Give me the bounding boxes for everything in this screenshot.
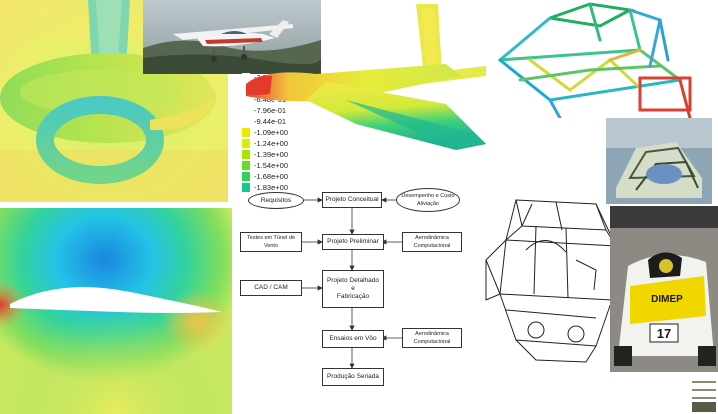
legend-value: -1.83e+00 [254,183,288,192]
corner-watermark [690,376,718,414]
flow-aerodinamica-2: Aerodinâmica Computacional [402,328,462,348]
flow-projeto-detalhado: Projeto Detalhado e Fabricação [322,270,384,308]
legend-row: -1.09e+00 [240,127,320,138]
legend-value: -9.44e-01 [254,117,287,126]
airfoil-cfd-panel [0,208,232,414]
cfd-aircraft-illustration [246,4,486,150]
legend-swatch [242,95,250,104]
legend-value: -1.09e+00 [254,128,288,137]
legend-swatch [242,183,250,192]
legend-row: -7.96e-01 [240,105,320,116]
chassis-drawing-panel [476,190,626,370]
flow-aerodinamica-1: Aerodinâmica Computacional [402,232,462,252]
flow-detalhado-line2: e [351,285,355,292]
cfd-aircraft-panel [246,4,486,189]
race-car-number: 17 [657,326,671,341]
legend-swatch [242,73,250,82]
legend-swatch [242,128,250,137]
cockpit-render-panel [606,118,712,204]
legend-swatch [242,161,250,170]
flow-testes-tunel: Testes em Túnel de Vento [240,232,302,252]
legend-value: -1.39e+00 [254,150,288,159]
frame-fea-illustration [498,2,692,118]
flowchart-connectors [302,197,402,369]
aircraft-photo [143,0,321,74]
legend-swatch [242,172,250,181]
flowchart: Requisitos Projeto Conceitual Desempenho… [236,186,468,410]
legend-row: -9.44e-01 [240,116,320,127]
flow-projeto-conceitual: Projeto Conceitual [322,192,382,208]
legend-row: -1.83e+00 [240,182,320,193]
legend-row: -1.24e+00 [240,138,320,149]
legend-swatch [242,150,250,159]
race-car-photo: DIMEP 17 [610,206,718,372]
flow-producao-seriada: Produção Seriada [322,368,384,386]
cockpit-render-illustration [606,118,712,204]
legend-row: -1.68e+00 [240,171,320,182]
legend-swatch [242,117,250,126]
flow-detalhado-line1: Projeto Detalhado [326,277,380,284]
flow-cad-cam: CAD / CAM [240,280,302,296]
airfoil-cfd-illustration [0,208,232,414]
legend-value: -1.68e+00 [254,172,288,181]
flow-detalhado-line3: Fabricação [336,293,370,300]
flow-projeto-preliminar: Projeto Preliminar [322,234,384,250]
frame-fea-panel [490,0,718,118]
legend-row: -1.54e+00 [240,160,320,171]
aircraft-photo-illustration [143,0,321,74]
flow-desempenho: Desempenho e Custo Aliviação [396,188,460,212]
chassis-drawing-illustration [485,199,617,363]
race-car-illustration: DIMEP 17 [610,206,718,372]
legend-value: -7.96e-01 [254,106,287,115]
legend-swatch [242,139,250,148]
legend-row: -1.39e+00 [240,149,320,160]
legend-value: -1.24e+00 [254,139,288,148]
race-car-sponsor: DIMEP [651,294,683,305]
flow-ensaios-voo: Ensaios em Vôo [322,330,384,348]
legend-value: -1.54e+00 [254,161,288,170]
flow-requisitos: Requisitos [248,192,304,209]
legend-swatch [242,106,250,115]
watermark-logo [690,376,718,414]
